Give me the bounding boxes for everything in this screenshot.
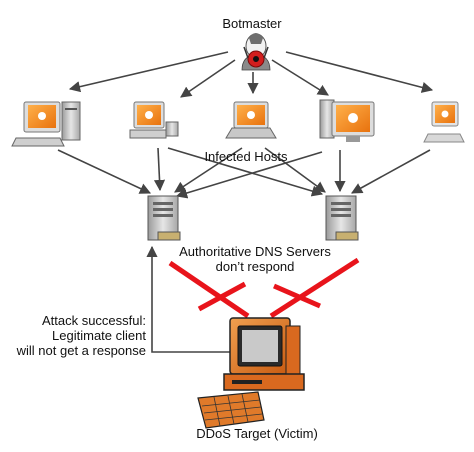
attack-result-line1: Attack successful: [41,313,146,328]
host-to-server-arrows [57,147,431,199]
blocked-cross-right [273,283,321,309]
attack-result-label: Attack successful: Legitimate client wil… [6,313,146,358]
blocked-cross-left [197,281,247,312]
infected-host-1 [11,101,81,147]
ddos-target-label: DDoS Target (Victim) [196,426,318,441]
infected-host-5 [423,101,465,143]
dns-server-right [325,195,359,241]
botmaster-icon [241,33,271,71]
attack-result-line3: will not get a response [16,343,146,358]
infected-hosts-label: Infected Hosts [204,149,288,164]
dns-servers-label-line2: don’t respond [215,259,295,274]
victim-return-arrow [146,245,231,353]
botmaster-label: Botmaster [222,16,282,31]
victim-computer-icon [197,317,305,429]
dns-servers-label: Authoritative DNS Servers don’t respond [165,244,345,274]
infected-host-3 [225,101,277,139]
blocked-line-left [168,260,250,319]
dns-server-left [147,195,181,241]
blocked-line-right [269,257,360,319]
blocked-responses [168,257,360,319]
infected-host-4 [319,99,375,142]
infected-host-2 [129,101,179,139]
attack-result-line2: Legitimate client [52,328,146,343]
dns-servers-label-line1: Authoritative DNS Servers [179,244,331,259]
botmaster-arrows [68,51,434,98]
